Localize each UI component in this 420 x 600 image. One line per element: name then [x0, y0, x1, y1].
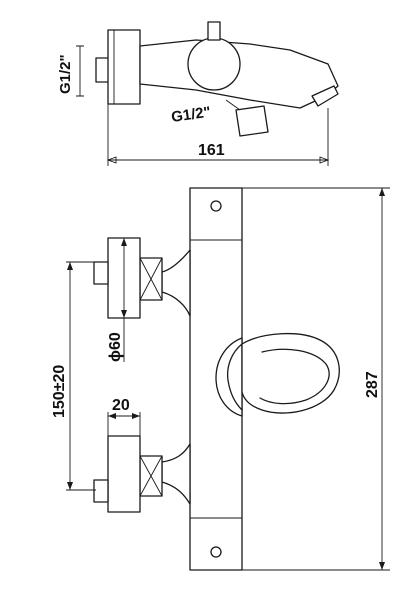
lower-inlet — [93, 479, 109, 503]
inlet-nipple — [95, 57, 110, 83]
connector-body — [107, 29, 141, 105]
lever-outline — [226, 343, 243, 411]
bottom-screw — [210, 546, 222, 558]
center-arrow-bottom — [67, 482, 73, 490]
knob-stem — [207, 21, 221, 41]
spout-connector — [235, 105, 269, 137]
lower-eccentric — [107, 435, 141, 513]
spout-leader — [225, 99, 241, 111]
label-thread-vertical: G1/2" — [57, 54, 74, 94]
offset-arrow-right — [132, 413, 140, 419]
height-arrow-bottom — [379, 562, 385, 570]
lever-handle — [241, 332, 340, 414]
diameter-arrow-top — [121, 238, 127, 246]
upper-arm — [161, 249, 191, 317]
label-thread-spout: G1/2" — [170, 104, 212, 126]
front-view: ϕ60 150±20 20 287 — [51, 187, 390, 571]
top-screw — [210, 200, 222, 212]
lever-body — [215, 337, 243, 417]
lever-highlight — [259, 348, 330, 405]
body-band-lines — [190, 239, 242, 519]
upper-inlet — [93, 261, 109, 285]
knob-top — [187, 37, 241, 91]
upper-nut-cross — [139, 257, 163, 301]
height-arrow-top — [379, 188, 385, 196]
width-arrow-right — [319, 156, 330, 164]
spout-tip — [311, 85, 339, 107]
width-arrow-left — [106, 156, 117, 164]
diameter-arrow-bottom — [121, 310, 127, 318]
center-arrow-top — [67, 262, 73, 270]
label-diameter: ϕ60 — [107, 332, 124, 362]
lower-arm — [161, 443, 191, 505]
label-center-distance: 150±20 — [51, 365, 68, 418]
top-view: G1/2" G1/2" 161 — [57, 21, 339, 166]
label-offset: 20 — [112, 397, 130, 414]
thread-dim-ticks — [76, 45, 84, 97]
mixer-body-top — [139, 39, 339, 109]
lower-nut-cross — [139, 455, 163, 497]
label-total-height: 287 — [364, 371, 381, 398]
offset-arrow-left — [108, 413, 116, 419]
label-width: 161 — [198, 142, 225, 159]
